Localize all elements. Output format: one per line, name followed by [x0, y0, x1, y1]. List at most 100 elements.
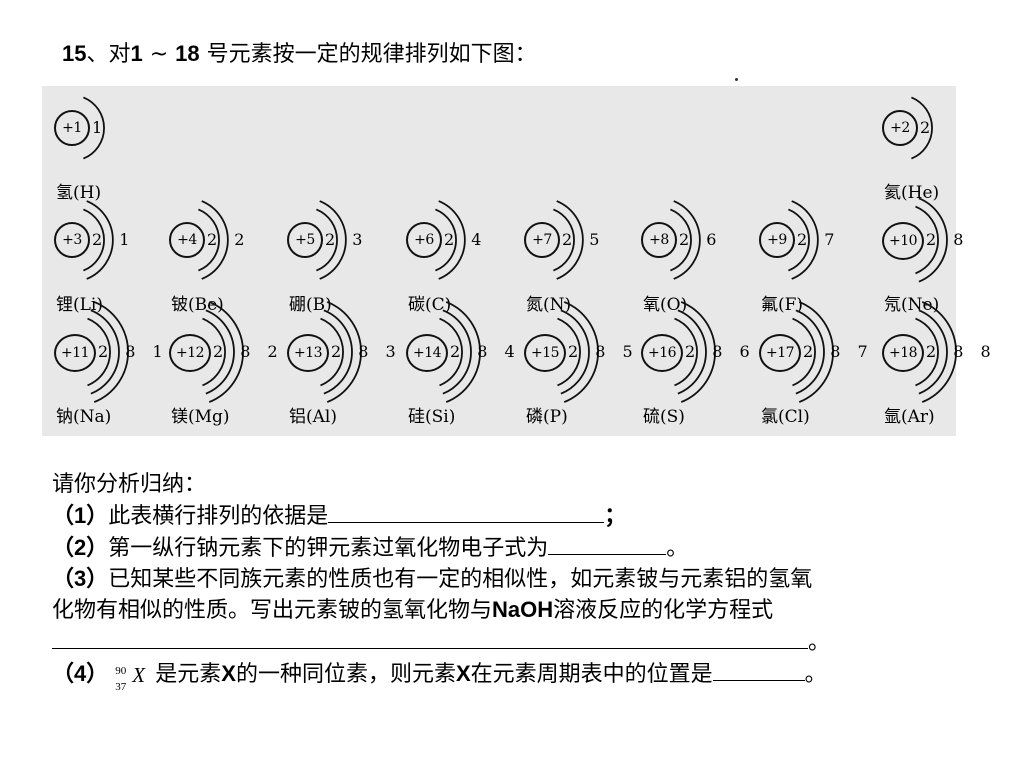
nucleus-charge: +18	[882, 334, 924, 372]
nucleus-charge: +8	[641, 222, 677, 258]
electron-shell-arcs	[83, 96, 105, 160]
shell-arc	[560, 309, 590, 395]
shell-arc	[792, 317, 816, 387]
electron-shell-arcs	[439, 301, 481, 403]
shell-arc	[556, 200, 584, 280]
electron-shell-arcs	[202, 301, 244, 403]
electron-shell-arcs	[911, 96, 933, 160]
electron-counts: 2 8 1	[98, 342, 169, 361]
q3-text-2b: 溶液反应的化学方程式	[553, 598, 774, 623]
q1-answer-blank[interactable]	[328, 500, 605, 523]
element-name: 氯(Cl)	[761, 407, 810, 427]
q3-text: 已知某些不同族元素的性质也有一定的相似性，如元素铍与元素铝的氢氧	[108, 567, 813, 592]
element-name: 氟(F)	[761, 295, 804, 315]
shell-arc	[680, 301, 716, 403]
q4-number: （4）	[52, 661, 109, 686]
nucleus-charge: +1	[54, 110, 90, 146]
nucleus-charge: +13	[287, 334, 329, 372]
electron-shell-arcs	[557, 301, 599, 403]
nucleus-charge: +3	[54, 222, 90, 258]
electron-counts: 2 3	[325, 230, 369, 249]
electron-counts: 2 8 3	[331, 342, 402, 361]
electron-counts: 2 8 5	[568, 342, 639, 361]
mass-number: 90	[115, 665, 127, 677]
shell-arc	[205, 309, 235, 395]
shell-arc	[915, 205, 939, 275]
electron-counts: 2 8 8	[926, 342, 997, 361]
shell-arc	[83, 208, 105, 272]
q4-answer-blank[interactable]	[712, 658, 805, 681]
shell-arc	[319, 200, 347, 280]
shell-arc	[553, 208, 575, 272]
electron-counts: 2 4	[444, 230, 488, 249]
shell-arc	[208, 301, 244, 403]
electron-counts: 2 8	[926, 230, 970, 249]
element-name: 硼(B)	[289, 295, 332, 315]
electron-shell-arcs	[792, 301, 834, 403]
shell-arc	[915, 317, 939, 387]
electron-counts: 2 8 2	[213, 342, 284, 361]
electron-counts: 2 8 6	[685, 342, 756, 361]
electron-shell-arcs	[788, 200, 819, 280]
q4-x2: X	[455, 661, 471, 686]
question-2: （2）第一纵行钠元素下的钾元素过氧化物电子式为。	[52, 532, 972, 564]
q2-text: 第一纵行钠元素下的钾元素过氧化物电子式为	[108, 536, 549, 561]
range-tilde: ~	[142, 42, 176, 67]
electron-shell-arcs	[915, 301, 957, 403]
title-sep: 、对	[86, 42, 131, 67]
question-3-blank-line: 。	[52, 626, 972, 658]
electron-counts: 2 8 4	[450, 342, 521, 361]
q2-answer-blank[interactable]	[548, 532, 667, 555]
element-name: 钠(Na)	[56, 407, 112, 427]
range-start: 1	[130, 41, 143, 66]
electron-shell-arcs	[87, 301, 129, 403]
element-name: 硫(S)	[643, 407, 685, 427]
question-3-cont: 化物有相似的性质。写出元素铍的氢氧化物与NaOH溶液反应的化学方程式	[52, 595, 972, 626]
element-name: 氖(Ne)	[884, 295, 940, 315]
q1-text: 此表横行排列的依据是	[108, 504, 329, 529]
q3-end: 。	[808, 630, 831, 655]
shell-arc	[438, 200, 466, 280]
q3-text-2a: 化物有相似的性质。写出元素铍的氢氧化物与	[52, 598, 493, 623]
nucleus-charge: +7	[524, 222, 560, 258]
nucleus-charge: +11	[54, 334, 96, 372]
shell-arc	[795, 309, 825, 395]
electron-shell-arcs	[674, 301, 716, 403]
shell-arc	[673, 200, 701, 280]
shell-arc	[198, 208, 220, 272]
nucleus-charge: +15	[524, 334, 566, 372]
element-name: 氮(N)	[526, 295, 572, 315]
nucleus-charge: +9	[759, 222, 795, 258]
shell-arc	[677, 309, 707, 395]
question-1: （1）此表横行排列的依据是；	[52, 500, 972, 532]
q3-answer-blank[interactable]	[52, 626, 808, 649]
electron-shell-arcs	[316, 200, 347, 280]
nucleus-charge: +5	[287, 222, 323, 258]
naoh-formula: NaOH	[492, 597, 554, 622]
question-number: 15	[62, 41, 87, 66]
shell-arc	[201, 200, 229, 280]
nucleus-charge: +4	[169, 222, 205, 258]
title-text: 号元素按一定的规律排列如下图：	[199, 42, 537, 67]
shell-arc	[86, 200, 114, 280]
questions-block: 请你分析归纳： （1）此表横行排列的依据是； （2）第一纵行钠元素下的钾元素过氧…	[52, 470, 972, 693]
nucleus-charge: +10	[882, 222, 924, 260]
nucleus-charge: +16	[641, 334, 683, 372]
shell-arc	[87, 317, 111, 387]
question-title: 15、对1 ~ 18 号元素按一定的规律排列如下图：	[62, 36, 537, 68]
nucleus-charge: +2	[882, 110, 918, 146]
shell-arc	[445, 301, 481, 403]
shell-arc	[918, 197, 948, 283]
element-name: 碳(C)	[408, 295, 452, 315]
shell-arc	[557, 317, 581, 387]
